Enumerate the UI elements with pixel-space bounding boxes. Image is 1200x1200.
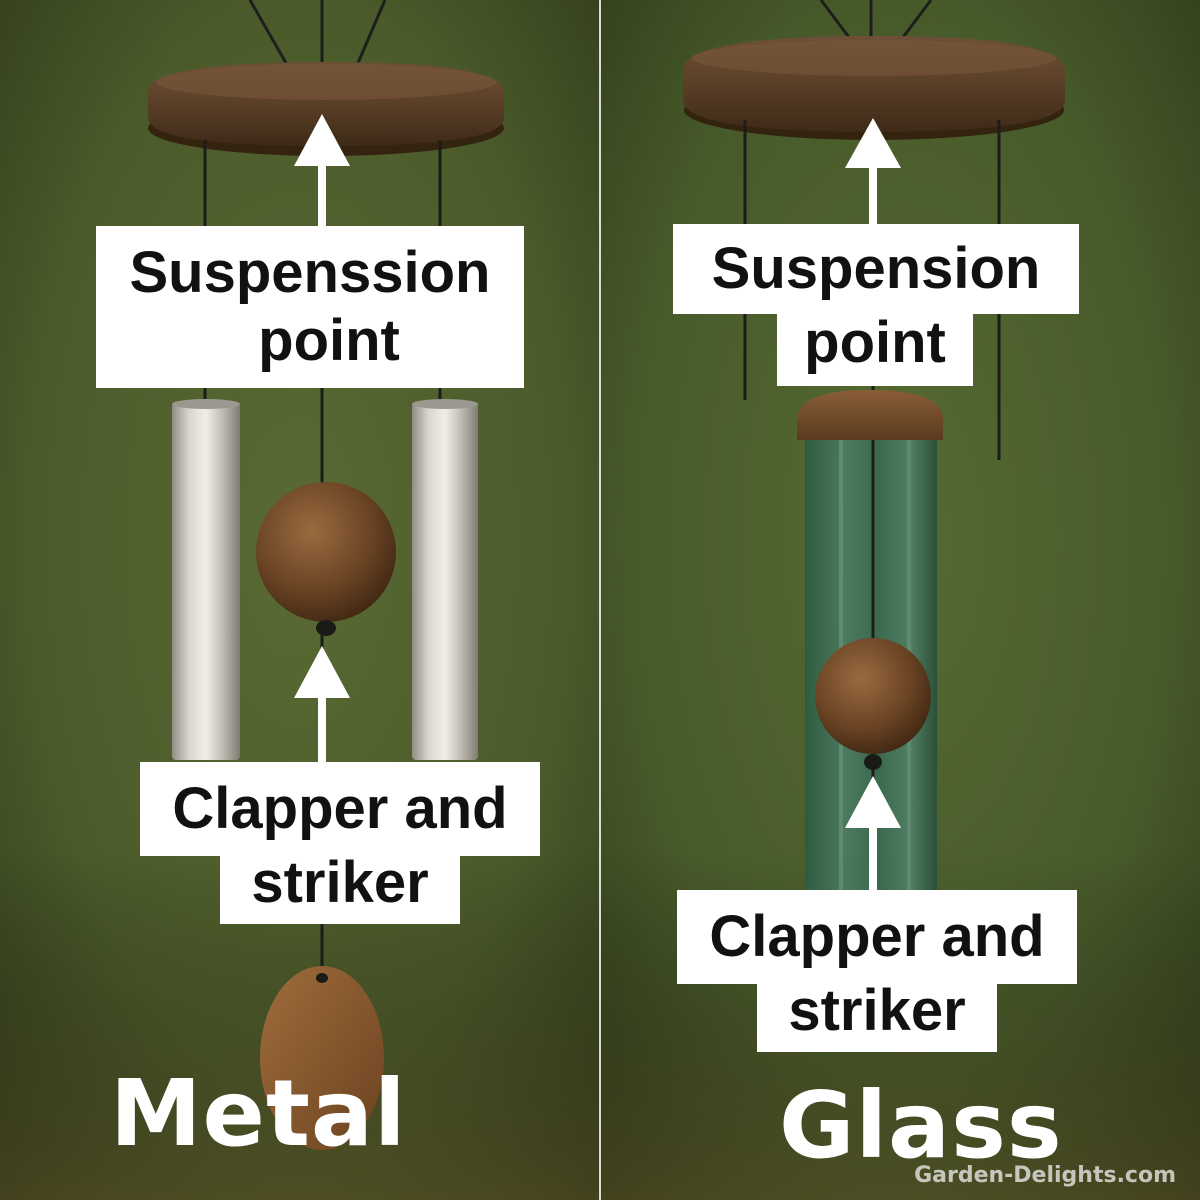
glass-caption: Glass (779, 1072, 1063, 1179)
metal-chime-panel: Suspenssion point Clapper and striker Me… (0, 0, 600, 1200)
wind-sail (260, 966, 384, 1150)
clapper-striker-label-line2: striker (220, 846, 460, 924)
clapper-ball (256, 482, 396, 622)
panel-divider (599, 0, 601, 1200)
metal-caption: Metal (110, 1060, 407, 1167)
string-knot (864, 754, 882, 770)
hanging-string (819, 0, 853, 41)
suspension-point-label-line2: point (777, 306, 973, 386)
hanging-string (248, 0, 292, 71)
clapper-striker-label: Clapper and (140, 762, 540, 856)
hanging-string (899, 0, 933, 41)
clapper-ball (815, 638, 931, 754)
suspension-point-label-line2: point (258, 308, 400, 373)
suspension-arrow (294, 114, 350, 230)
sail-hole (316, 973, 328, 983)
tube-cap (412, 399, 478, 409)
tube-cap (172, 399, 240, 409)
clapper-striker-label-line2: striker (757, 974, 997, 1052)
suspension-arrow (845, 118, 901, 228)
clapper-arrow (294, 646, 350, 764)
disc-top-highlight (156, 64, 496, 100)
tube-wooden-cap (797, 390, 943, 440)
clapper-arrow (845, 776, 901, 894)
metal-chime-illustration (0, 0, 600, 1200)
metal-tube-right (412, 402, 478, 760)
site-watermark: Garden-Delights.com (914, 1163, 1176, 1188)
disc-top-highlight (692, 40, 1056, 76)
hanging-string (353, 0, 387, 71)
clapper-striker-label: Clapper and (677, 890, 1077, 984)
suspension-point-label: Suspenssion (96, 226, 524, 388)
glass-chime-panel: Suspension point Clapper and striker Gla… (601, 0, 1200, 1200)
label-line-1: Suspenssion (129, 240, 491, 305)
string-knot (316, 620, 336, 636)
suspension-point-label: Suspension (673, 224, 1079, 314)
metal-tube-left (172, 402, 240, 760)
